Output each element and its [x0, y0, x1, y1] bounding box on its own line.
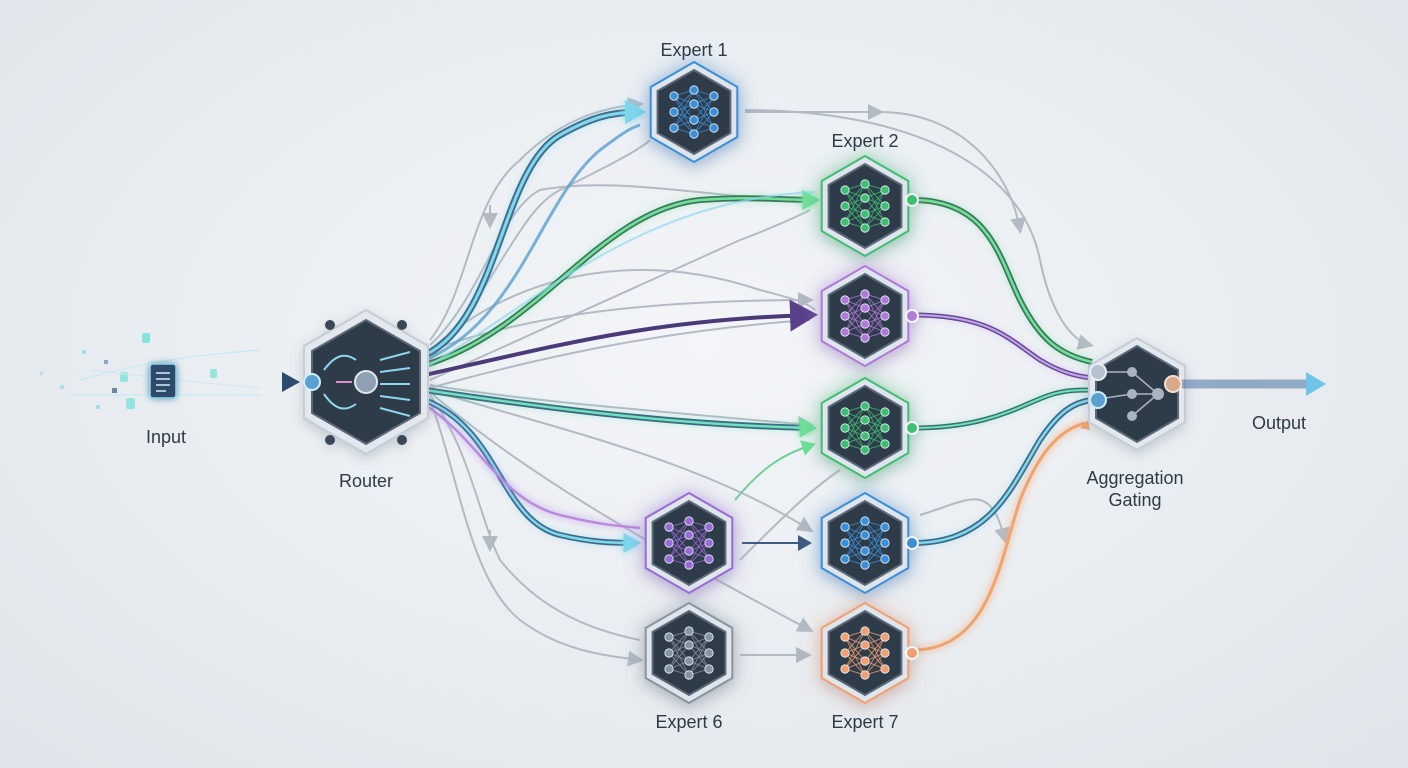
neural-network-icon: [664, 516, 714, 570]
neural-network-icon: [840, 289, 890, 343]
expert7-node: [818, 599, 919, 707]
neural-network-icon: [669, 85, 719, 139]
neural-network-icon: [840, 626, 890, 680]
expert2-label: Expert 2: [831, 131, 898, 151]
gating-label: Gating: [1108, 490, 1161, 510]
router-node: [303, 308, 429, 456]
expert3-node: [818, 262, 919, 370]
document-icon: [149, 363, 177, 399]
neural-network-icon: [664, 626, 714, 680]
expert1-label: Expert 1: [660, 40, 727, 60]
neural-network-icon: [840, 401, 890, 455]
output-label: Output: [1252, 413, 1306, 433]
aggregation-node: [1088, 336, 1186, 452]
grey-routes: [429, 97, 1094, 667]
input-node: Input: [40, 333, 300, 447]
expert6-node: [642, 599, 736, 707]
expert4-node: [818, 374, 919, 482]
expert7-label: Expert 7: [831, 712, 898, 732]
active-routes: [423, 100, 1093, 652]
expert2-node: [818, 152, 919, 260]
expert5-node: [818, 489, 919, 597]
expertMid-node: [642, 489, 736, 597]
expert1-node: [647, 58, 741, 166]
router-label: Router: [339, 471, 393, 491]
expert6-label: Expert 6: [655, 712, 722, 732]
input-arrowhead: [282, 372, 300, 392]
experts: Expert 1 Expert 2 Expert 6 Expert 7: [642, 40, 919, 732]
neural-network-icon: [840, 516, 890, 570]
input-particles: [40, 333, 261, 409]
output-arrow: [1182, 372, 1326, 396]
neural-network-icon: [840, 179, 890, 233]
aggregation-label: Aggregation: [1086, 468, 1183, 488]
input-label: Input: [146, 427, 186, 447]
